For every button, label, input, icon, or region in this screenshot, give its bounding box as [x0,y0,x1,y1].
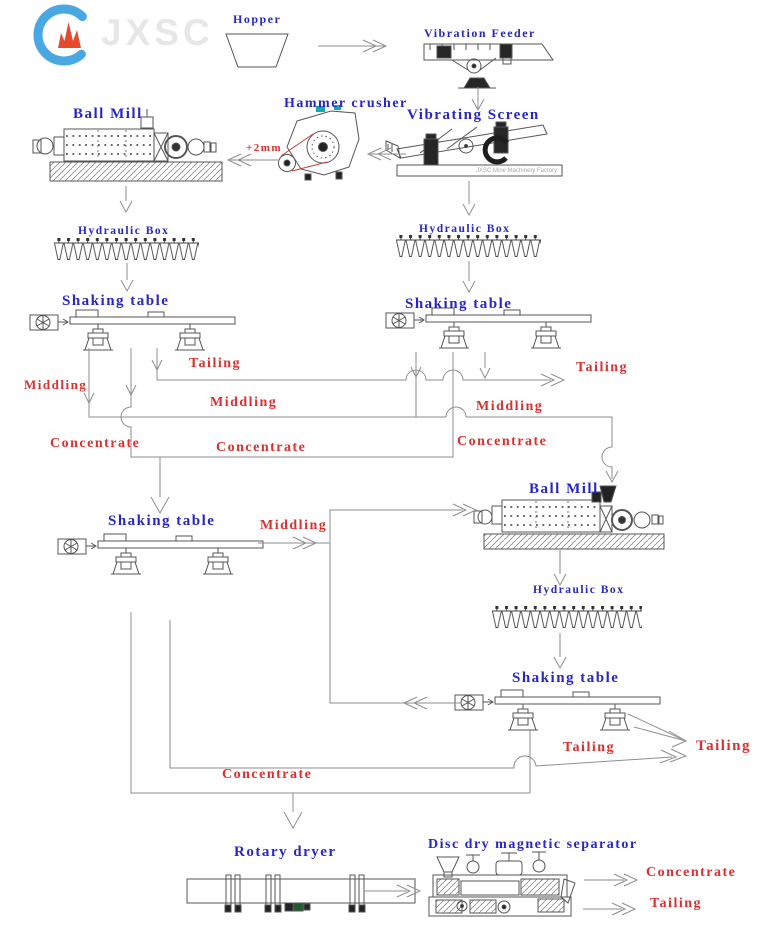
middling-label-2: Middling [210,395,278,410]
logo-text: JXSC [101,12,214,53]
concentrate-label-3: Concentrate [457,434,548,449]
flow-lines [83,39,688,916]
middling-label-3: Middling [476,399,544,414]
vibrating-screen-label: Vibrating Screen [407,107,540,123]
vibrating-screen-drawing [385,121,563,177]
tailing-label-1: Tailing [189,356,242,371]
hydraulic-box-2-drawing [396,235,541,257]
concentrate-label-2: Concentrate [216,440,307,455]
concentrate-label-5: Concentrate [646,865,737,880]
tailing-label-4: Tailing [696,738,751,754]
jxsc-logo-icon [33,4,87,66]
hydraulic-box-3-drawing [492,606,642,628]
disc-separator-label: Disc dry magnetic separator [428,837,638,852]
middling-label-4: Middling [260,518,328,533]
vibration-feeder-label: Vibration Feeder [424,26,536,40]
disc-separator-drawing [428,851,576,917]
shaking-table-1-drawing [30,310,235,350]
hydraulic-box-1-drawing [54,238,199,260]
rotary-dryer-label: Rotary dryer [234,844,337,860]
ball-mill-1-label: Ball Mill [73,106,143,122]
shaking-table-3-drawing [58,534,263,574]
concentrate-label-4: Concentrate [222,767,313,782]
hammer-crusher-label: Hammer crusher [284,96,408,111]
plus-2mm-label: +2mm [246,142,283,154]
middling-label-1: Middling [24,377,88,392]
tailing-label-3: Tailing [563,740,616,755]
concentrate-label-1: Concentrate [50,436,141,451]
shaking-table-4-drawing [455,690,660,730]
hopper-label: Hopper [233,12,282,26]
ball-mill-2-drawing [473,485,665,550]
shaking-table-2-label: Shaking table [405,296,513,312]
tailing-label-2: Tailing [576,360,629,375]
hammer-crusher-drawing [278,105,360,181]
shaking-table-1-label: Shaking table [62,293,170,309]
shaking-table-2-drawing [386,308,591,348]
hydraulic-box-1-label: Hydraulic Box [78,225,170,237]
hopper-drawing [225,33,289,68]
tailing-label-5: Tailing [650,896,703,911]
vibration-feeder-drawing [423,43,554,89]
rotary-dryer-drawing [186,874,416,913]
shaking-table-3-label: Shaking table [108,513,216,529]
screen-watermark: JXSC Mine Machinery Factory [476,168,558,174]
hydraulic-box-3-label: Hydraulic Box [533,584,625,596]
ball-mill-2-label: Ball Mill [529,481,599,497]
shaking-table-4-label: Shaking table [512,670,620,686]
ball-mill-1-drawing [32,109,223,182]
hydraulic-box-2-label: Hydraulic Box [419,223,511,235]
